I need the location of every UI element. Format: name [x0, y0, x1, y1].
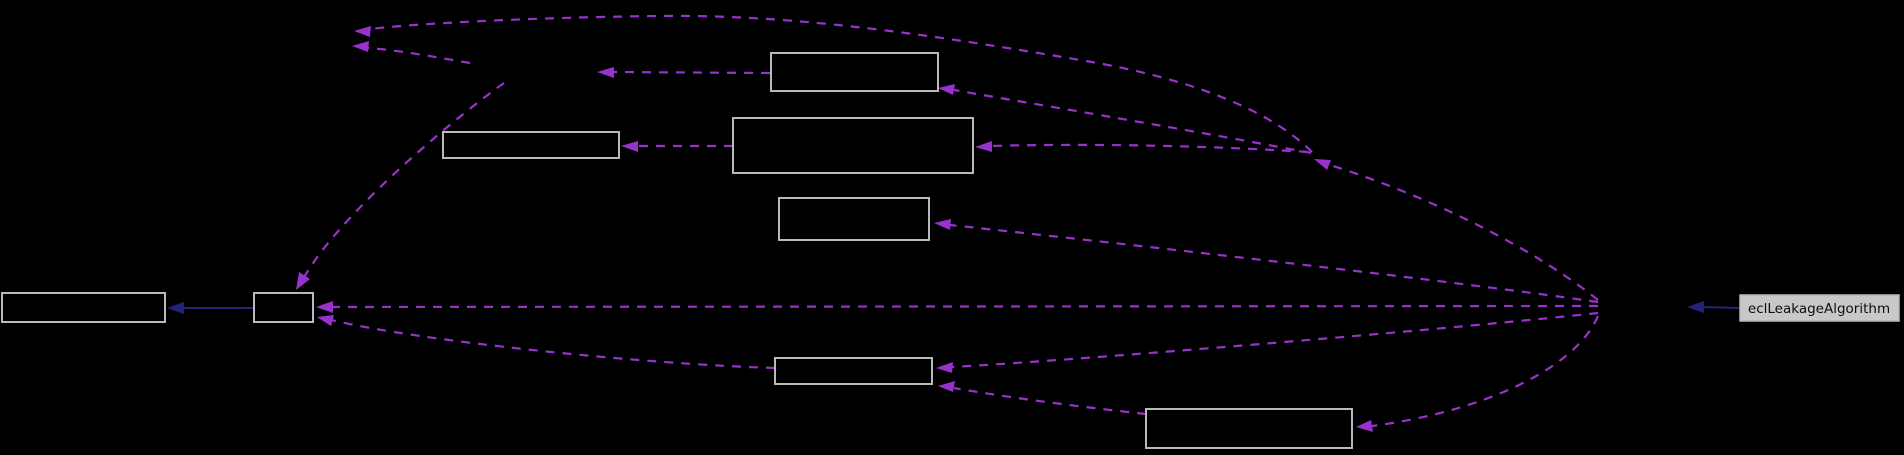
node-center-large[interactable]	[732, 117, 974, 174]
arrowhead	[354, 26, 371, 37]
arrowhead	[938, 84, 955, 95]
node-small-hub[interactable]	[253, 292, 314, 323]
edge-hub-b-to-center-large	[990, 143, 1309, 154]
edge-hidden-d-to-hidden-c	[367, 46, 471, 65]
arrowhead	[936, 362, 953, 373]
edge-top-box-to-hidden-d	[612, 70, 771, 75]
arrowhead	[597, 67, 614, 78]
edge-hub-a-to-small-hub	[331, 304, 1599, 309]
arrowhead	[1687, 301, 1704, 313]
class-nodes	[1, 52, 1353, 449]
arrowhead	[296, 272, 310, 290]
arrowhead	[975, 141, 992, 152]
arrowhead	[167, 302, 184, 314]
edge-hidden-d-to-small-hub	[300, 82, 505, 284]
edge-hub-a-to-bottom-right	[1371, 315, 1600, 428]
edge-ecl-leakage-to-hidden-a	[1701, 306, 1741, 309]
edge-bottom-right-to-bottom-mid	[953, 386, 1147, 416]
node-far-left[interactable]	[1, 292, 166, 323]
arrowhead	[352, 41, 369, 52]
node-center-small[interactable]	[778, 197, 930, 241]
node-top[interactable]	[770, 52, 939, 92]
node-left-mid[interactable]	[442, 131, 620, 159]
edge-bottom-mid-to-small-hub	[330, 318, 776, 370]
arrowhead	[938, 381, 955, 392]
edge-hub-a-to-center-small	[949, 223, 1599, 304]
usage-arrowheads	[296, 26, 1373, 432]
node-bottom-mid[interactable]	[774, 357, 933, 385]
highlight-node-label: eclLeakageAlgorithm	[1748, 301, 1890, 317]
edge-hub-a-to-bottom-mid	[951, 311, 1599, 369]
arrowhead	[1356, 420, 1373, 432]
edge-hub-b-to-top-box	[953, 88, 1312, 155]
arrowhead	[316, 301, 333, 313]
inheritance-edges	[182, 306, 1741, 309]
arrowhead	[317, 315, 334, 326]
node-ecl-leakage-algorithm[interactable]: eclLeakageAlgorithm	[1739, 294, 1900, 322]
inheritance-arrowheads	[167, 301, 1704, 314]
arrowhead	[934, 219, 951, 230]
edge-hub-b-to-hidden-c	[369, 14, 1313, 153]
highlight-node-box[interactable]	[1739, 294, 1900, 322]
edge-hub-a-to-hub-b	[1329, 163, 1599, 301]
usage-edges	[300, 14, 1600, 428]
arrowhead	[1314, 159, 1331, 170]
node-bottom-right[interactable]	[1145, 408, 1353, 449]
arrowhead	[621, 141, 638, 152]
